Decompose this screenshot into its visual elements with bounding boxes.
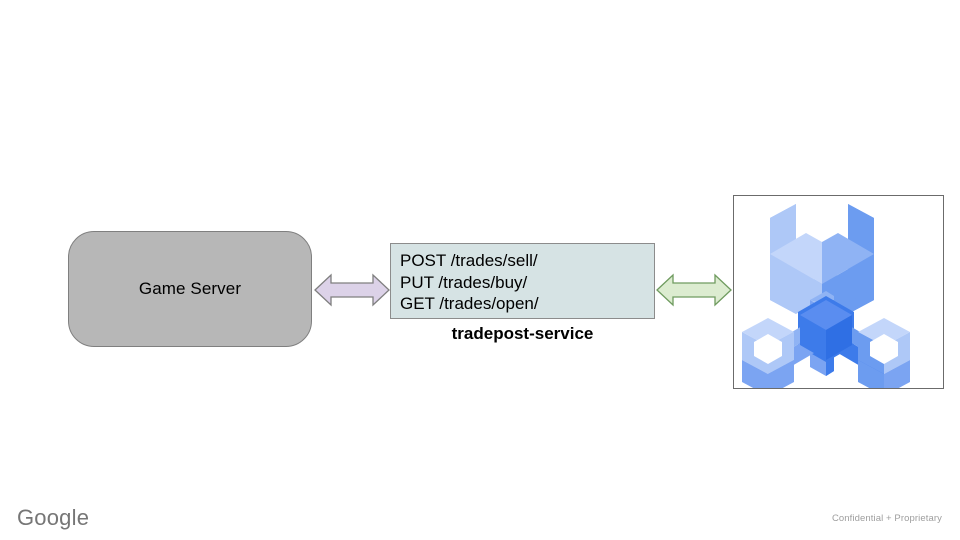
game-server-label: Game Server: [138, 278, 242, 298]
confidentiality-note: Confidential + Proprietary: [831, 513, 942, 524]
google-wordmark: Google: [17, 505, 90, 530]
tradepost-service-node[interactable]: POST /trades/sell/ PUT /trades/buy/ GET …: [390, 243, 655, 319]
game-server-node[interactable]: Game Server: [68, 231, 312, 347]
connector-tradepost-to-logo[interactable]: [655, 267, 733, 313]
tradepost-service-caption: tradepost-service: [451, 324, 594, 343]
three-wrench-isometric-logo: [742, 204, 910, 388]
logo-panel: [733, 195, 944, 389]
endpoint-line-put: PUT /trades/buy/: [400, 272, 528, 292]
connector-game-server-to-tradepost[interactable]: [313, 267, 391, 313]
endpoint-line-post: POST /trades/sell/: [400, 251, 538, 270]
endpoint-line-get: GET /trades/open/: [400, 294, 539, 313]
